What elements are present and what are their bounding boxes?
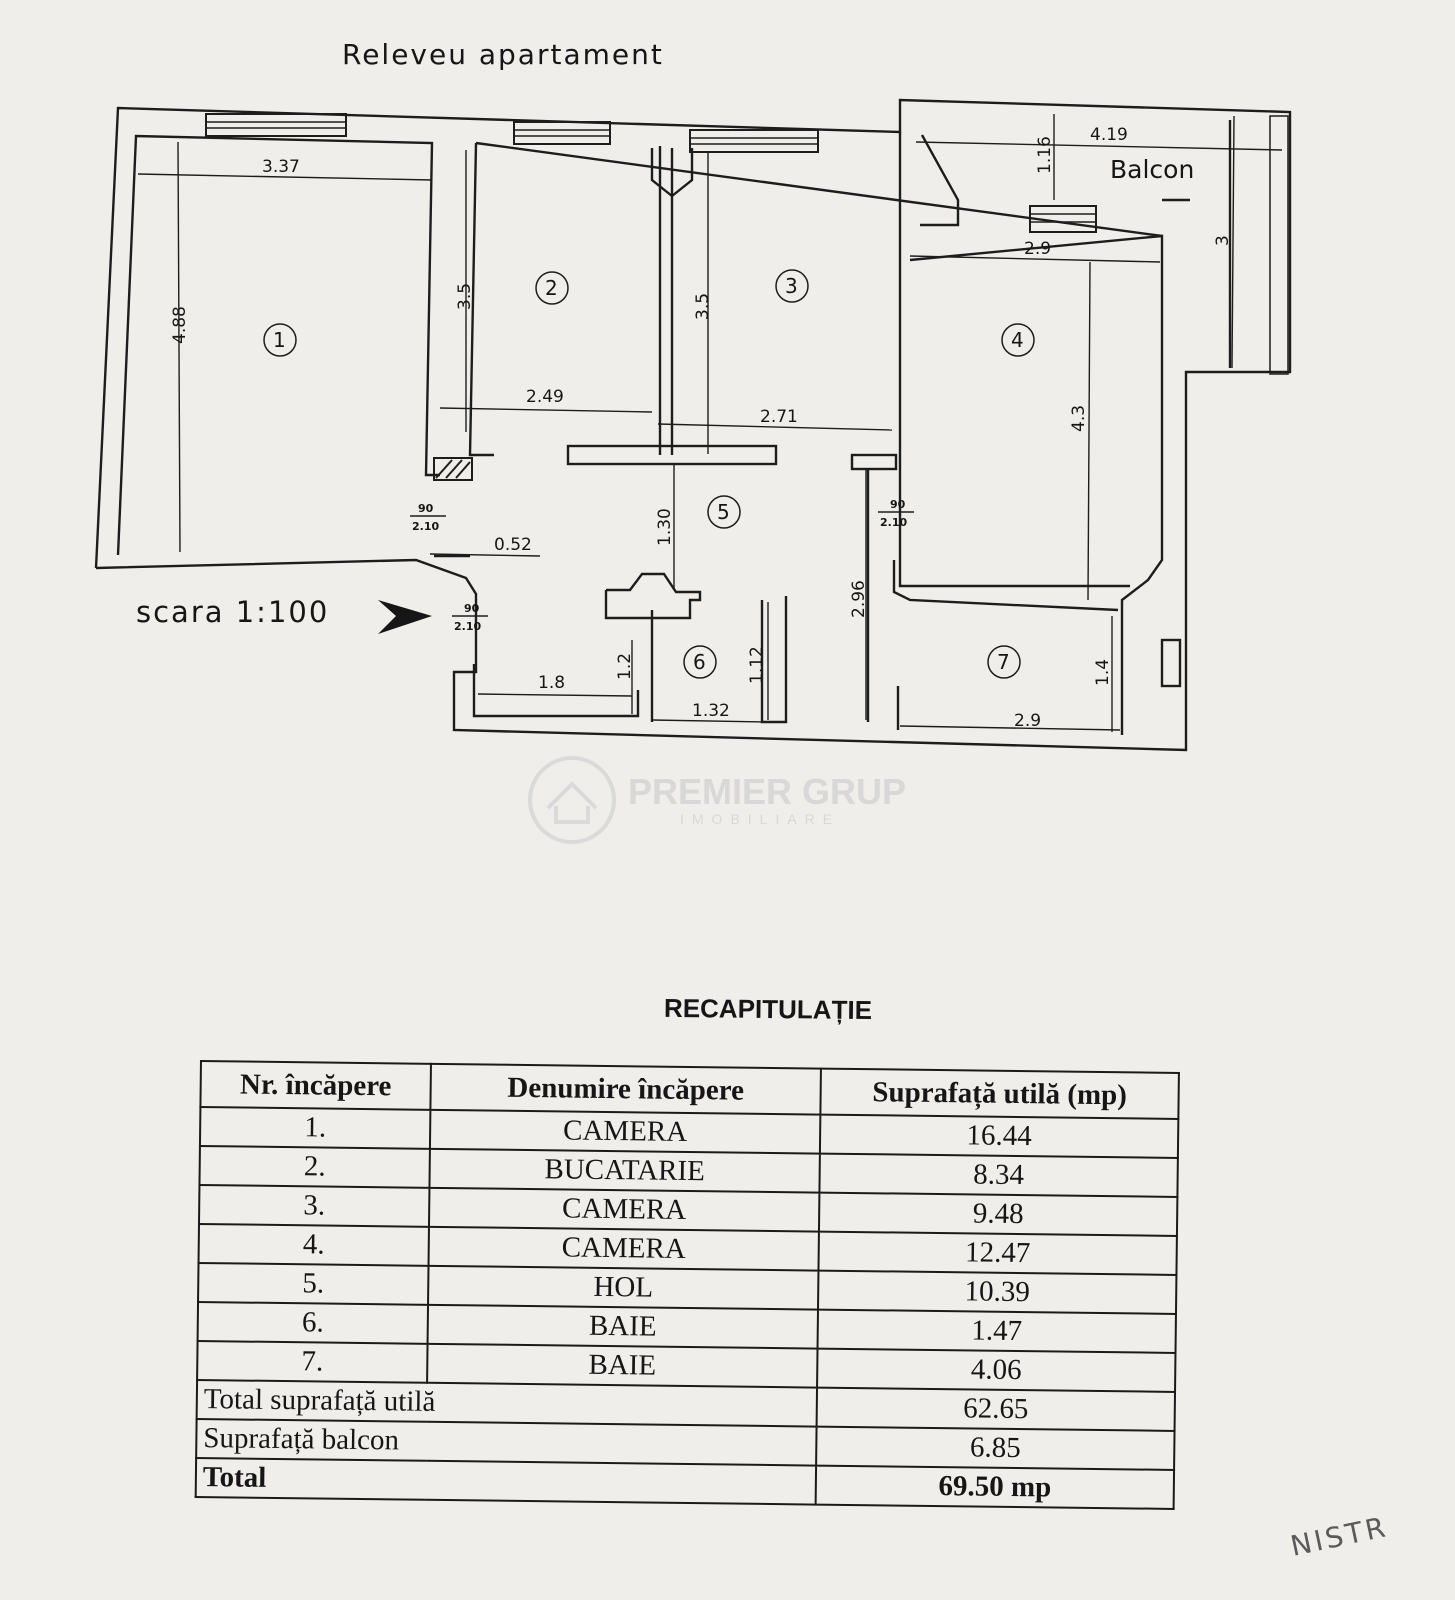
total-useful-value: 62.65 xyxy=(816,1387,1176,1431)
cell-name: HOL xyxy=(428,1265,819,1310)
dim-balcony-width: 4.19 xyxy=(1090,125,1128,145)
cell-number: 2. xyxy=(199,1146,430,1188)
svg-text:3: 3 xyxy=(785,274,798,298)
header-area: Suprafață utilă (mp) xyxy=(820,1068,1179,1119)
grand-total-label: Total xyxy=(195,1457,817,1505)
plan-title: Releveu apartament xyxy=(342,38,664,71)
door-c-mark: 90 2.10 xyxy=(452,602,488,633)
dim-room2-width: 2.49 xyxy=(526,387,564,407)
dimension-lines xyxy=(137,114,1283,732)
cell-area: 8.34 xyxy=(819,1153,1178,1197)
cell-number: 7. xyxy=(197,1340,428,1383)
cell-area: 1.47 xyxy=(817,1309,1176,1353)
door-b-mark: 90 2.10 xyxy=(878,498,914,529)
cell-name: CAMERA xyxy=(428,1187,820,1232)
room-marker-7: 7 xyxy=(987,645,1021,679)
dim-room1-width: 3.37 xyxy=(262,157,300,177)
cell-name: BAIE xyxy=(427,1304,818,1349)
cell-name: CAMERA xyxy=(428,1226,819,1271)
cell-number: 3. xyxy=(198,1185,430,1227)
dim-hall-side: 2.96 xyxy=(849,580,869,618)
floor-plan-drawing: PREMIER GRUP IMOBILIARE xyxy=(94,98,1292,844)
balcony-label: Balcon xyxy=(1110,155,1194,184)
watermark: PREMIER GRUP IMOBILIARE xyxy=(528,756,906,844)
cell-number: 1. xyxy=(199,1107,431,1149)
svg-text:2.10: 2.10 xyxy=(880,516,907,529)
dim-room3-width: 2.71 xyxy=(760,407,798,427)
dim-room1-height: 4.88 xyxy=(170,306,190,344)
area-summary-table: Nr. încăpere Denumire încăpere Suprafață… xyxy=(195,1060,1180,1510)
watermark-sub: IMOBILIARE xyxy=(680,811,840,827)
cell-area: 16.44 xyxy=(819,1114,1179,1158)
dim-balcony-depth: 1.16 xyxy=(1035,136,1055,174)
svg-text:4: 4 xyxy=(1011,328,1024,352)
dim-bath7-height: 1.4 xyxy=(1093,659,1113,686)
cell-area: 4.06 xyxy=(817,1348,1176,1392)
header-room-number: Nr. încăpere xyxy=(200,1061,431,1110)
dim-balcony-side: 3 xyxy=(1213,235,1233,246)
svg-text:90: 90 xyxy=(418,502,434,515)
dim-room3-height: 3.5 xyxy=(693,293,713,320)
room-marker-3: 3 xyxy=(775,269,809,303)
dim-room4-width: 2.9 xyxy=(1024,239,1051,259)
cell-area: 12.47 xyxy=(818,1231,1177,1275)
grand-total-value: 69.50 mp xyxy=(815,1465,1175,1509)
door-a-mark: 90 2.10 xyxy=(410,502,446,533)
room-marker-1: 1 xyxy=(263,323,297,357)
cell-name: CAMERA xyxy=(429,1109,821,1154)
header-room-name: Denumire încăpere xyxy=(430,1063,821,1115)
cell-number: 4. xyxy=(198,1224,429,1266)
svg-text:2.10: 2.10 xyxy=(454,620,481,633)
dim-bath6-width: 1.32 xyxy=(692,701,730,721)
dim-hall-height: 1.30 xyxy=(655,508,675,546)
dim-room4-height: 4.3 xyxy=(1069,405,1089,432)
svg-text:90: 90 xyxy=(890,498,906,511)
dim-bath7-width: 2.9 xyxy=(1014,711,1041,731)
svg-text:1: 1 xyxy=(273,328,286,352)
dim-bath6-height: 1.12 xyxy=(747,646,767,684)
scale-label: scara 1:100 xyxy=(136,595,329,629)
svg-text:7: 7 xyxy=(997,650,1010,674)
cell-name: BUCATARIE xyxy=(429,1148,820,1193)
cell-area: 9.48 xyxy=(818,1192,1178,1236)
recap-title: RECAPITULAȚIE xyxy=(663,992,873,1026)
svg-text:6: 6 xyxy=(693,650,706,674)
room-marker-4: 4 xyxy=(1001,323,1035,357)
cell-number: 6. xyxy=(197,1301,429,1344)
dim-hall-gap: 0.52 xyxy=(494,535,532,555)
cell-number: 5. xyxy=(198,1262,429,1305)
walls xyxy=(94,98,1292,752)
svg-text:2: 2 xyxy=(545,276,558,300)
room-marker-6: 6 xyxy=(683,645,717,679)
watermark-name: PREMIER GRUP xyxy=(628,771,906,812)
watermark-logo-icon xyxy=(528,756,616,844)
cell-name: BAIE xyxy=(427,1343,818,1388)
svg-text:2.10: 2.10 xyxy=(412,520,439,533)
svg-text:90: 90 xyxy=(464,602,480,615)
dim-entry-width: 1.8 xyxy=(538,673,565,693)
svg-text:5: 5 xyxy=(717,500,730,524)
dim-entry-height: 1.2 xyxy=(615,653,635,680)
stamp-fragment: NISTR xyxy=(1287,1510,1391,1563)
entrance-arrow-icon xyxy=(378,600,432,634)
dim-room2-height: 3.5 xyxy=(455,283,475,310)
room-marker-2: 2 xyxy=(535,271,569,305)
cell-area: 10.39 xyxy=(817,1270,1177,1314)
balcony-area-value: 6.85 xyxy=(816,1426,1175,1470)
room-marker-5: 5 xyxy=(707,495,741,529)
